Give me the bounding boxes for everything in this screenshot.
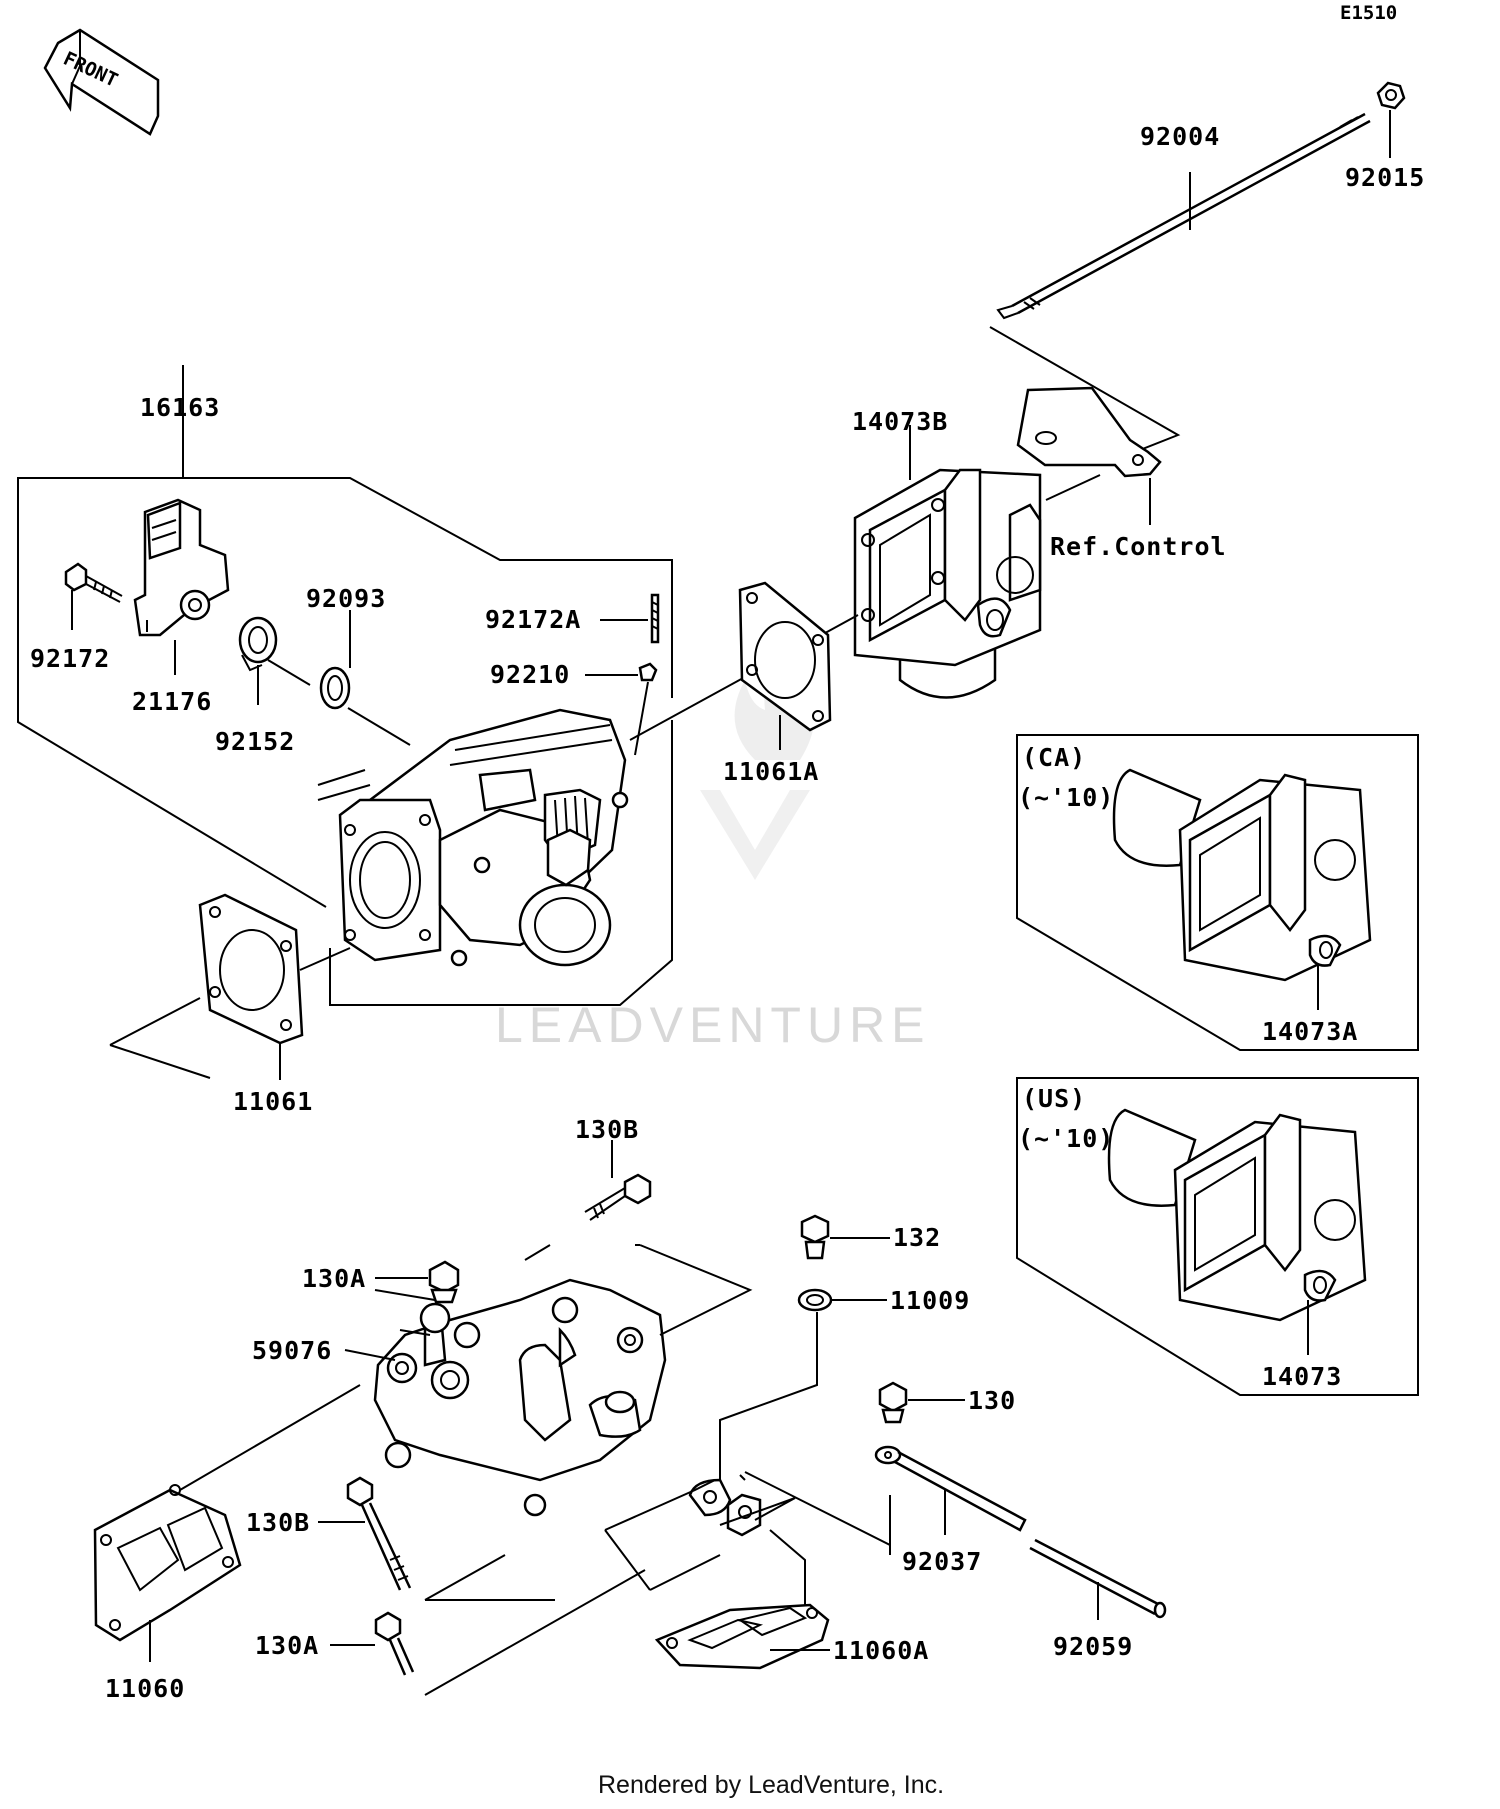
inset-us: (US) (~'10) 14073 — [1016, 1077, 1419, 1396]
housing-14073B — [853, 468, 1042, 699]
front-arrow-icon: FRONT — [43, 28, 160, 136]
bolt-130A-bottom — [374, 1611, 415, 1676]
label-92037: 92037 — [902, 1547, 982, 1576]
label-92152: 92152 — [215, 727, 295, 756]
label-92093: 92093 — [306, 584, 386, 613]
label-11061A: 11061A — [723, 757, 819, 786]
label-130B-bottom: 130B — [246, 1508, 310, 1537]
bolt-130B-top — [584, 1173, 652, 1221]
gasket-11060 — [93, 1484, 242, 1642]
label-11009: 11009 — [890, 1286, 970, 1315]
label-130A-top: 130A — [302, 1264, 366, 1293]
label-14073B: 14073B — [852, 407, 948, 436]
washer-92093 — [319, 666, 351, 710]
page-code: E1510 — [1340, 2, 1397, 24]
inset-ca: (CA) (~'10) 14073A — [1016, 734, 1419, 1051]
label-11060A: 11060A — [833, 1636, 929, 1665]
throttle-body — [317, 708, 629, 967]
inset-us-region: (US) — [1022, 1084, 1086, 1113]
washer-11009 — [797, 1288, 833, 1312]
label-11061: 11061 — [233, 1087, 313, 1116]
gasket-11060A — [654, 1603, 830, 1670]
label-92172A: 92172A — [485, 605, 581, 634]
inset-ca-region: (CA) — [1022, 743, 1086, 772]
label-21176: 21176 — [132, 687, 212, 716]
inset-us-years: (~'10) — [1018, 1124, 1114, 1153]
label-59076: 59076 — [252, 1336, 332, 1365]
label-130: 130 — [968, 1386, 1016, 1415]
bolt-132 — [800, 1214, 830, 1260]
inset-ca-years: (~'10) — [1018, 783, 1114, 812]
bolt-130B-bottom — [346, 1476, 412, 1591]
label-92059: 92059 — [1053, 1632, 1133, 1661]
label-132: 132 — [893, 1223, 941, 1252]
label-92210: 92210 — [490, 660, 570, 689]
gasket-11061 — [198, 893, 304, 1045]
gasket-11061A — [738, 581, 832, 732]
label-92172: 92172 — [30, 644, 110, 673]
control-bracket — [1016, 386, 1162, 478]
bolt-130 — [878, 1381, 908, 1424]
bolt-130A-top — [428, 1260, 460, 1304]
label-11060: 11060 — [105, 1674, 185, 1703]
assembly-frame-16163 — [17, 365, 673, 1006]
nut-92210 — [638, 662, 658, 682]
label-16163: 16163 — [140, 393, 220, 422]
rod-92004 — [996, 112, 1371, 320]
watermark-text: LEADVENTURE — [495, 997, 931, 1053]
footer-credit: Rendered by LeadVenture, Inc. — [598, 1771, 944, 1799]
clamp-92152 — [238, 616, 278, 672]
pipe-92059 — [1029, 1538, 1167, 1619]
label-130B-top: 130B — [575, 1115, 639, 1144]
strap-92037 — [874, 1445, 1027, 1532]
front-arrow-label: FRONT — [60, 48, 121, 92]
label-92004: 92004 — [1140, 122, 1220, 151]
intake-manifold-59076 — [373, 1278, 762, 1537]
screw-92172A — [650, 593, 660, 644]
ref-control-label: Ref.Control — [1050, 532, 1227, 561]
label-130A-bottom: 130A — [255, 1631, 319, 1660]
label-92015: 92015 — [1345, 163, 1425, 192]
sensor-21176 — [133, 498, 230, 637]
screw-92172 — [64, 562, 123, 603]
label-14073: 14073 — [1262, 1362, 1342, 1391]
nut-92015 — [1376, 81, 1406, 110]
label-14073A: 14073A — [1262, 1017, 1358, 1046]
